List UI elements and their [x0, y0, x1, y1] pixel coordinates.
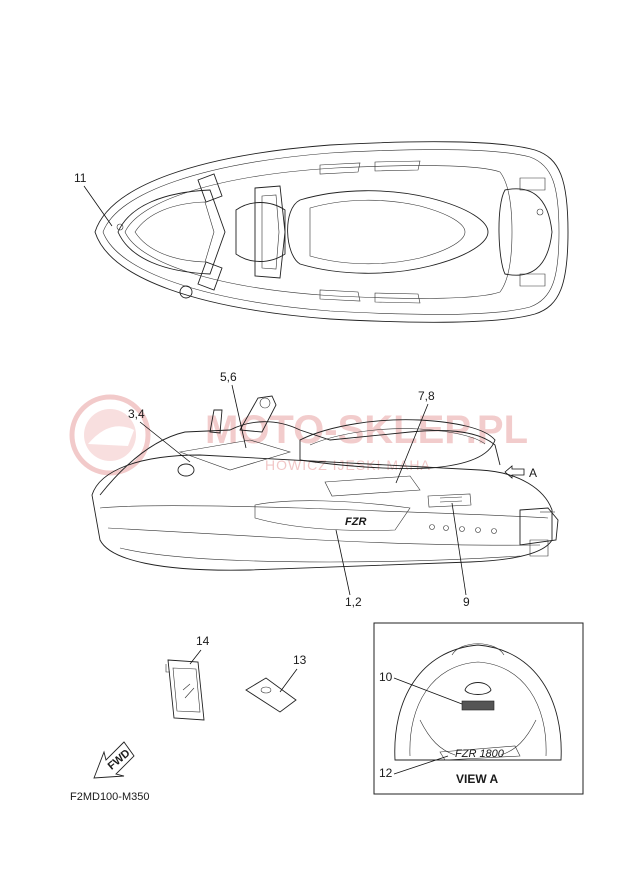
leader-3-4	[139, 421, 191, 463]
leader-14	[189, 649, 202, 665]
side-view-watercraft: FZR	[91, 395, 559, 571]
fwd-label: FWD	[106, 747, 133, 772]
callout-9: 9	[463, 595, 470, 609]
leader-13	[279, 668, 298, 693]
top-view-watercraft	[94, 141, 569, 323]
leader-5-6	[231, 384, 247, 449]
fwd-arrow-icon: FWD	[93, 741, 135, 779]
leader-9	[451, 502, 467, 596]
drawing-code: F2MD100-M350	[70, 791, 149, 803]
leader-10	[393, 677, 463, 705]
callout-13: 13	[293, 653, 307, 667]
callout-11: 11	[74, 171, 87, 185]
callout-7-8: 7,8	[418, 389, 435, 403]
callout-14: 14	[196, 634, 210, 648]
side-decal-emblem: FZR	[345, 516, 366, 528]
view-a-label: VIEW A	[456, 772, 499, 786]
view-arrow-label: A	[529, 466, 537, 480]
part-13-tag	[245, 677, 297, 713]
watermark-logo-icon	[69, 394, 151, 476]
leader-7-8	[395, 403, 429, 484]
leader-12	[393, 755, 449, 775]
watermark-title: MOTO-SKLEP.PL	[205, 408, 528, 452]
callout-12: 12	[379, 766, 393, 780]
part-14-pouch	[165, 659, 205, 721]
view-a-arrow: A	[504, 465, 537, 480]
rear-decal-emblem: FZR 1800	[455, 748, 505, 760]
view-a-panel: FZR 1800	[373, 622, 584, 795]
leader-11	[83, 185, 113, 227]
callout-1-2: 1,2	[345, 595, 362, 609]
leader-1-2	[335, 529, 351, 596]
callout-10: 10	[379, 670, 393, 684]
callout-5-6: 5,6	[220, 370, 237, 384]
watermark: MOTO-SKLEP.PL HOWICZ IJESKI MAHA	[69, 394, 528, 476]
callout-3-4: 3,4	[128, 407, 145, 421]
